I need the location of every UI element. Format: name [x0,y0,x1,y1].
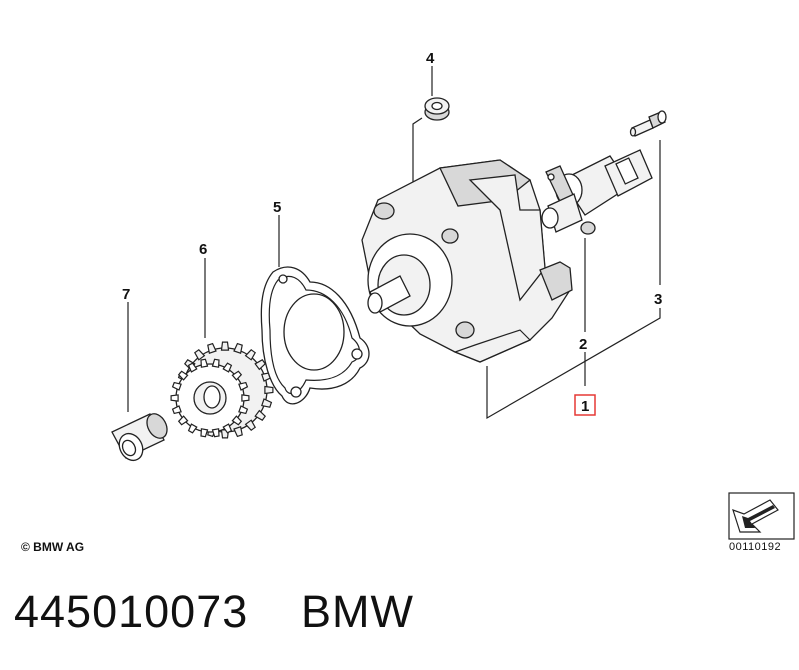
part-6-gear[interactable] [170,341,274,439]
gear-tooth [207,342,217,354]
gear-tooth [233,426,243,438]
part-4-washer[interactable] [424,97,450,121]
part-number: 445010073 [14,586,249,637]
leader-line-4b [412,117,423,182]
gear-tooth [177,370,189,381]
part-2-control-valve[interactable] [541,149,653,235]
gear-tooth [238,405,249,415]
callout-1-highlight[interactable]: 1 [574,394,596,416]
part-5-gasket[interactable] [260,266,370,405]
brand-name: BMW [301,586,414,637]
callout-2[interactable]: 2 [579,336,587,353]
part-3-bolt[interactable] [629,110,667,137]
gear-tooth [244,419,256,431]
part-7-sleeve[interactable] [111,410,171,464]
arrow-pointer-icon [728,492,795,540]
diagram-id: 00110192 [729,541,782,553]
part-1-pump-body[interactable] [361,159,573,363]
gear-tooth [211,358,220,368]
callout-5[interactable]: 5 [273,199,281,216]
callout-3[interactable]: 3 [654,291,662,308]
gear-tooth [261,398,273,408]
copyright-text: © BMW AG [21,540,85,554]
gear-tooth [254,409,266,421]
gear-tooth [171,405,182,415]
gear-tooth [200,428,209,438]
gear-tooth [241,394,250,402]
gear-tooth [264,385,274,395]
gear-tooth [233,342,243,354]
gear-tooth [187,362,198,373]
callout-4[interactable]: 4 [426,50,435,67]
gear-tooth [177,415,189,426]
gear-tooth [187,423,198,434]
gear-tooth [170,394,179,402]
gear-tooth [222,423,233,434]
gear-tooth [222,362,233,373]
gear-tooth [194,349,206,361]
gear-tooth [244,349,256,361]
callout-1[interactable]: 1 [581,398,589,415]
assembly-bracket [486,308,661,420]
gear-tooth [231,370,243,381]
gear-tooth [211,428,220,438]
callout-7[interactable]: 7 [122,286,130,303]
gear-tooth [200,358,209,368]
gear-tooth [171,381,182,391]
callout-6[interactable]: 6 [199,241,207,258]
gear-tooth [238,381,249,391]
gear-tooth [220,341,230,351]
gear-tooth [231,415,243,426]
